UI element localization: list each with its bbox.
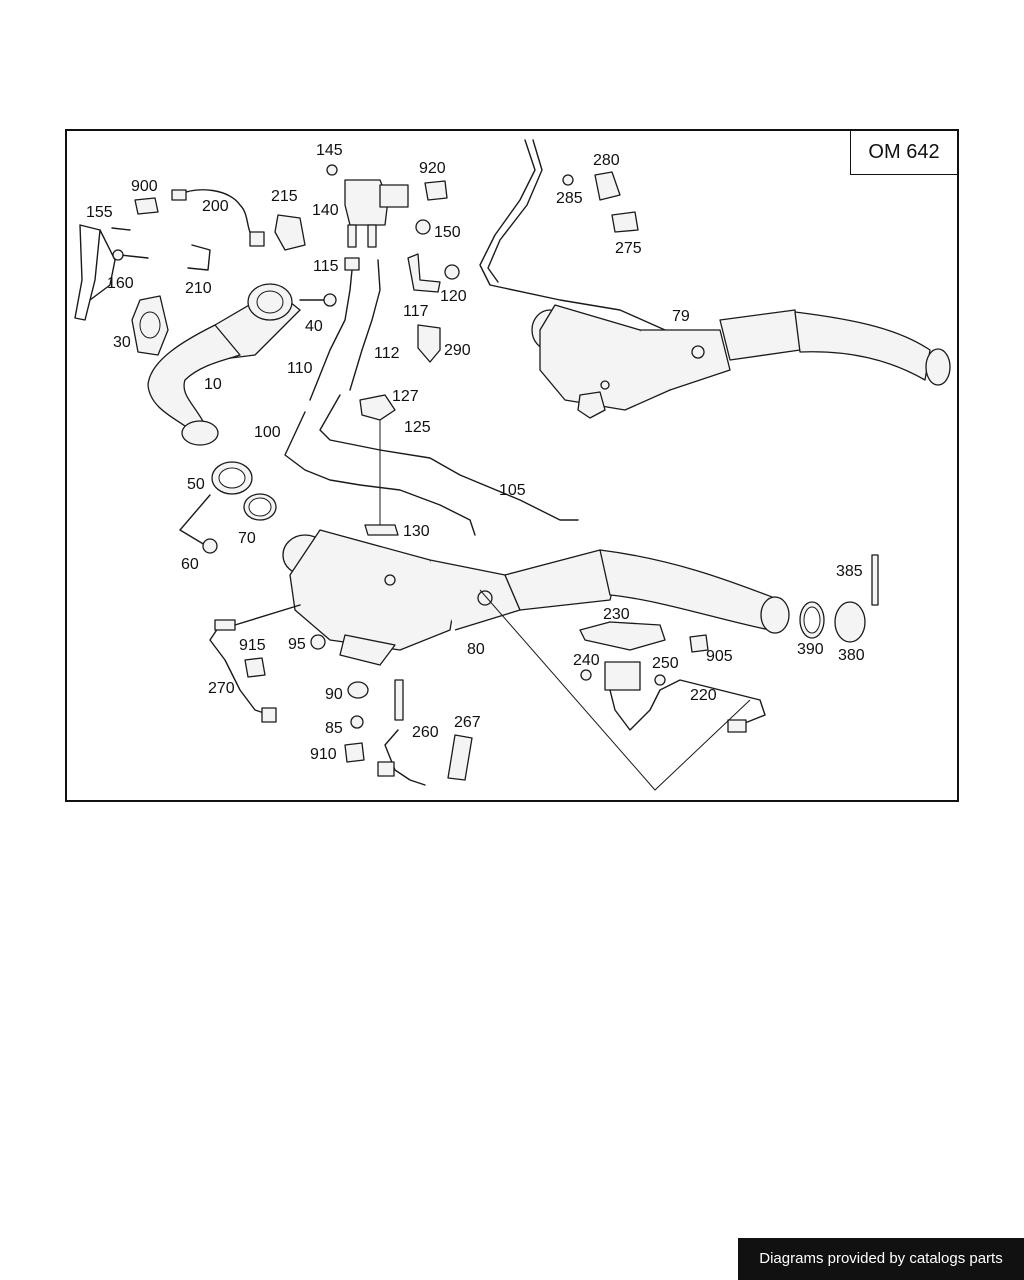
- callout-117: 117: [403, 303, 429, 320]
- callout-210: 210: [185, 280, 212, 297]
- callout-380: 380: [838, 647, 865, 664]
- callout-270: 270: [208, 680, 235, 697]
- leader-line-part: [479, 589, 751, 791]
- upper-particulate-filter-part: [479, 139, 951, 419]
- callout-275: 275: [615, 240, 642, 257]
- callout-90: 90: [325, 686, 343, 703]
- callout-230: 230: [603, 606, 630, 623]
- callout-240: 240: [573, 652, 600, 669]
- clamp-part: [179, 461, 277, 554]
- front-exhaust-pipe-part: [147, 283, 301, 446]
- diagram-frame-outline: [65, 129, 959, 802]
- credit-banner: Diagrams provided by catalogs parts: [738, 1238, 1024, 1280]
- callout-250: 250: [652, 655, 679, 672]
- nox-sensor-part: [377, 679, 473, 786]
- callout-80: 80: [467, 641, 485, 658]
- callout-150: 150: [434, 224, 461, 241]
- support-bracket-part: [74, 224, 131, 321]
- callout-70: 70: [238, 530, 256, 547]
- callout-267: 267: [454, 714, 481, 731]
- callout-40: 40: [305, 318, 323, 335]
- callout-920: 920: [419, 160, 446, 177]
- exhaust-sensor-part: [209, 604, 301, 723]
- callout-160: 160: [107, 275, 134, 292]
- callout-910: 910: [310, 746, 337, 763]
- sensor-line-part: [284, 394, 579, 536]
- callout-85: 85: [325, 720, 343, 737]
- callout-30: 30: [113, 334, 131, 351]
- manifold-gasket-part: [131, 295, 169, 356]
- clamp-ring-part: [799, 554, 879, 643]
- callout-140: 140: [312, 202, 339, 219]
- pressure-hose-part: [309, 257, 381, 401]
- bolt-part: [112, 249, 337, 307]
- callout-155: 155: [86, 204, 113, 221]
- callout-110: 110: [287, 360, 313, 377]
- callout-145: 145: [316, 142, 343, 159]
- callout-50: 50: [187, 476, 205, 493]
- heat-shield-bracket-part: [562, 171, 639, 233]
- callout-905: 905: [706, 648, 733, 665]
- engine-code-label: OM 642: [850, 130, 958, 175]
- callout-390: 390: [797, 641, 824, 658]
- mounting-bracket-part: [310, 634, 396, 729]
- callout-915: 915: [239, 637, 266, 654]
- callout-120: 120: [440, 288, 467, 305]
- callout-100: 100: [254, 424, 281, 441]
- callout-280: 280: [593, 152, 620, 169]
- callout-385: 385: [836, 563, 863, 580]
- callout-79: 79: [672, 308, 690, 325]
- label-tag-part: [134, 180, 709, 763]
- callout-290: 290: [444, 342, 471, 359]
- callout-900: 900: [131, 178, 158, 195]
- callout-130: 130: [403, 523, 430, 540]
- clip-part: [187, 214, 306, 271]
- callout-215: 215: [271, 188, 298, 205]
- callout-125: 125: [404, 419, 431, 436]
- callout-285: 285: [556, 190, 583, 207]
- callout-115: 115: [313, 258, 339, 275]
- callout-95: 95: [288, 636, 306, 653]
- callout-220: 220: [690, 687, 717, 704]
- callout-60: 60: [181, 556, 199, 573]
- hose-clip-part: [407, 253, 460, 363]
- callout-112: 112: [374, 345, 400, 362]
- sensor-bracket-part: [579, 621, 766, 733]
- particulate-filter-part: [282, 529, 790, 651]
- pressure-sensor-part: [326, 164, 431, 248]
- temperature-sensor-part: [171, 189, 265, 247]
- callout-127: 127: [392, 388, 419, 405]
- callout-260: 260: [412, 724, 439, 741]
- callout-200: 200: [202, 198, 229, 215]
- callout-10: 10: [204, 376, 222, 393]
- callout-105: 105: [499, 482, 526, 499]
